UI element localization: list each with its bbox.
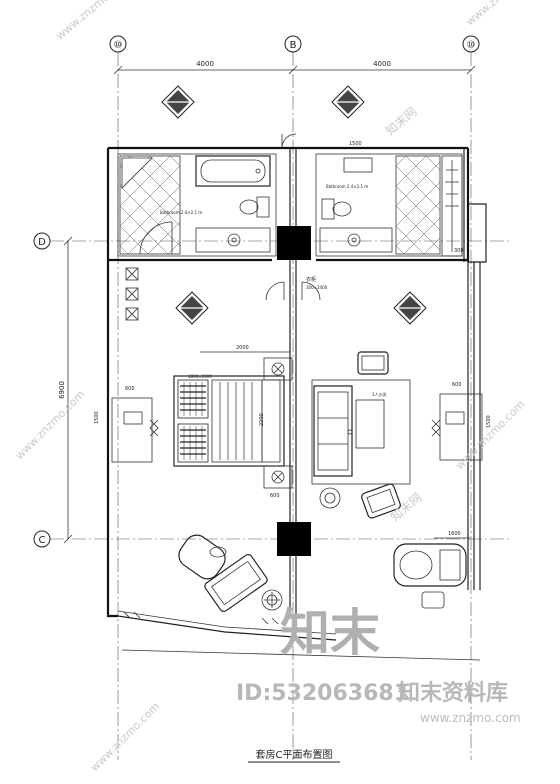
dim-corner: 1600 (448, 531, 461, 537)
chaise-lounge (178, 534, 227, 580)
watermark-url-bottom: www.znzmo.com (420, 711, 521, 725)
nightstand-top (263, 357, 293, 381)
ceiling-light-3 (175, 291, 209, 325)
watermark-url: www.znzmo.com (453, 398, 527, 472)
dim-bed-width: 2000 (236, 345, 249, 351)
ceiling-light-4 (393, 291, 427, 325)
bathtub (195, 155, 271, 187)
axis-bubble-side-c: C (33, 530, 51, 548)
armchair-top (357, 351, 389, 375)
watermark-big: 知末 (280, 604, 380, 662)
nightstand-bottom: 600 (263, 465, 293, 499)
toilet-right (321, 198, 352, 220)
axis-bubble-top-right: ⑩ (462, 35, 480, 53)
dim-left-desk-w: 600 (125, 386, 135, 392)
curtain-hatch (123, 611, 279, 625)
watermark-seal: 知末网 (388, 490, 425, 524)
dim-vanity: 300 (454, 248, 464, 254)
dim-side: 6900 (58, 381, 66, 399)
stool-right (421, 591, 445, 609)
dimension-lines: 4000 4000 6900 (58, 60, 476, 544)
watermark-url: www.znzmo.com (88, 700, 162, 774)
watermark-url: www.znzmo.com (464, 0, 543, 28)
desk-left: 600 1500 (94, 386, 159, 463)
bathroom-right: Bathroom 2.4×2.1 m 1500 300 (315, 141, 464, 257)
watermark-brand: 知末资料库 (398, 680, 508, 706)
dim-right-desk-len: 1500 (486, 415, 492, 428)
bath-note-right: Bathroom 2.4×2.1 m (326, 184, 368, 189)
axis-label: ⑩ (114, 40, 123, 51)
armchair-bottom (361, 483, 401, 519)
toilet-left (239, 196, 270, 218)
axis-label: C (39, 535, 46, 546)
entrance-door (281, 133, 297, 149)
axis-bubble-top-left: ⑩ (109, 35, 127, 53)
vanity-right (319, 227, 393, 253)
dim-top-left: 4000 (196, 60, 214, 68)
dim-right-desk-w: 600 (452, 382, 462, 388)
vanity-left (195, 227, 271, 253)
dim-left-desk-len: 1500 (94, 411, 100, 424)
axis-label: ⑩ (467, 40, 476, 51)
axis-label: D (38, 237, 46, 248)
axis-bubble-side-d: D (33, 232, 51, 250)
column-bottom (277, 522, 311, 556)
dim-bath-top: 1500 (349, 141, 362, 147)
drawing-title: 套房C平面布置图 (248, 748, 340, 763)
dim-night: 600 (270, 493, 280, 499)
side-table (319, 487, 341, 509)
sofa-note: 3人沙发 (372, 391, 387, 397)
closet-rail (441, 155, 463, 257)
watermark-seal: 知末网 (383, 104, 420, 138)
watermarks: www.znzmo.com www.znzmo.com www.znzmo.co… (13, 0, 543, 774)
closet-doors: 衣柜 300×2400 (265, 276, 328, 301)
shower-right (395, 155, 441, 255)
ceiling-light-1 (161, 85, 195, 119)
watermark-url: www.znzmo.com (13, 388, 87, 462)
dim-bed-length: 2200 (259, 413, 265, 426)
luggage-rack (125, 267, 139, 321)
grid-axes: ⑩ B ⑩ D C (33, 35, 510, 760)
bath-note-left: Bathroom 2.4×2.1 m (160, 210, 202, 215)
sofa: 3人沙发 (311, 379, 411, 485)
desk-right: 600 1500 (431, 382, 492, 461)
closet-sub: 300×2400 (306, 285, 328, 290)
lounge-right: 1600 (393, 531, 470, 587)
title-text: 套房C平面布置图 (256, 748, 333, 761)
watermark-id: ID:532063681 (236, 681, 409, 706)
floor-lamp (261, 589, 283, 611)
outer-walls (106, 146, 487, 661)
ceiling-light-2 (331, 85, 365, 119)
axis-bubble-top-mid: B (284, 35, 302, 53)
closet-label: 衣柜 (306, 276, 316, 283)
bathroom-left: Bathroom 2.4×2.1 m (117, 153, 277, 257)
dim-top-right: 4000 (373, 60, 391, 68)
watermark-url: www.znzmo.com (54, 0, 133, 42)
shower-left (119, 155, 181, 255)
column-top (277, 226, 311, 260)
bed: 2000 1800×2000 2200 (173, 345, 290, 467)
lounge-sofa (204, 553, 268, 613)
axis-label: B (290, 40, 297, 51)
bed-note: 1800×2000 (188, 374, 212, 379)
